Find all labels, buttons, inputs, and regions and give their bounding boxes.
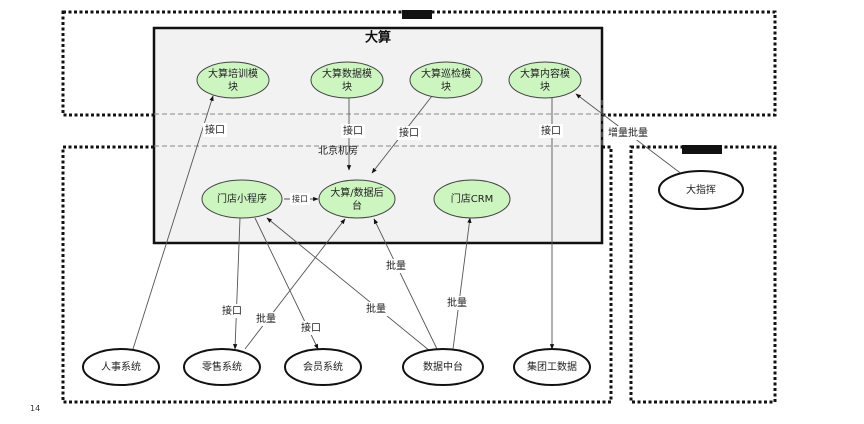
svg-text:接口: 接口 <box>205 123 225 136</box>
node-group-data[interactable]: 集团工数据 <box>513 348 591 386</box>
svg-text:大算培训模: 大算培训模 <box>208 67 258 80</box>
edge-hr-to-training <box>132 95 214 350</box>
svg-text:台: 台 <box>352 199 362 212</box>
svg-text:接口: 接口 <box>343 124 363 137</box>
edge-retail-to-backend <box>244 218 346 350</box>
svg-text:批量: 批量 <box>386 259 406 272</box>
edge-label-hr-training: 接口 <box>203 123 227 137</box>
page-number: 14 <box>30 404 41 413</box>
svg-text:批量: 批量 <box>447 296 467 309</box>
svg-text:大算巡检模: 大算巡检模 <box>421 67 471 80</box>
edge-datacenter-to-crm <box>452 217 472 350</box>
svg-text:块: 块 <box>228 81 238 93</box>
node-patrol-module[interactable]: 大算巡检模 块 <box>409 61 483 99</box>
cloud-region-box <box>61 10 777 117</box>
node-data-backend[interactable]: 大算/数据后 台 <box>318 179 396 219</box>
svg-text:大算数据模: 大算数据模 <box>322 67 372 80</box>
edge-label-retail-backend: 批量 <box>254 312 278 326</box>
svg-text:增量批量: 增量批量 <box>608 126 648 139</box>
svg-text:门店小程序: 门店小程序 <box>217 192 267 205</box>
svg-text:接口: 接口 <box>292 194 308 204</box>
node-training-module[interactable]: 大算培训模 块 <box>196 61 270 99</box>
svg-text:块: 块 <box>540 81 550 93</box>
svg-text:集团工数据: 集团工数据 <box>527 360 577 373</box>
svg-text:门店CRM: 门店CRM <box>451 192 494 205</box>
partner-region-title-redacted <box>682 145 722 154</box>
cloud-title: 大算 <box>365 30 391 46</box>
edge-label-datacenter-miniapp: 批量 <box>364 302 388 316</box>
node-data-module[interactable]: 大算数据模 块 <box>310 61 384 99</box>
edge-label-miniapp-backend: 接口 <box>290 193 310 205</box>
edge-label-miniapp-retail: 接口 <box>220 304 244 318</box>
svg-text:批量: 批量 <box>366 302 386 315</box>
svg-text:人事系统: 人事系统 <box>101 360 141 373</box>
node-retail-system[interactable]: 零售系统 <box>183 348 261 386</box>
svg-text:接口: 接口 <box>399 126 419 139</box>
edge-label-data-backend: 接口 <box>341 124 365 138</box>
node-content-module[interactable]: 大算内容模 块 <box>508 61 582 99</box>
edge-label-datacenter-backend: 批量 <box>384 259 408 273</box>
edge-datacenter-to-miniapp <box>266 217 431 352</box>
svg-text:接口: 接口 <box>541 124 561 137</box>
node-member-system[interactable]: 会员系统 <box>284 348 362 386</box>
svg-text:接口: 接口 <box>301 321 321 334</box>
svg-text:零售系统: 零售系统 <box>202 360 242 373</box>
svg-text:大算/数据后: 大算/数据后 <box>330 186 383 199</box>
svg-text:批量: 批量 <box>256 312 276 325</box>
node-big-command[interactable]: 大指挥 <box>658 170 744 210</box>
node-store-miniapp[interactable]: 门店小程序 <box>201 179 283 219</box>
edge-label-patrol-backend: 接口 <box>397 126 421 140</box>
zone-label: 北京机房 <box>318 144 358 157</box>
edge-label-content-group: 接口 <box>539 124 563 138</box>
node-data-center[interactable]: 数据中台 <box>402 348 484 386</box>
edge-label-datacenter-crm: 批量 <box>445 296 469 310</box>
svg-text:块: 块 <box>441 81 451 93</box>
edge-datacenter-to-backend <box>373 218 438 350</box>
edge-label-bigcmd-content: 增量批量 <box>605 126 651 140</box>
svg-text:会员系统: 会员系统 <box>303 360 343 373</box>
node-hr-system[interactable]: 人事系统 <box>82 348 160 386</box>
svg-text:数据中台: 数据中台 <box>423 360 463 373</box>
edge-miniapp-to-retail <box>233 217 241 350</box>
cloud-region-title-redacted <box>402 10 432 19</box>
svg-text:块: 块 <box>342 81 352 93</box>
edge-label-miniapp-member: 接口 <box>299 321 323 335</box>
node-store-crm[interactable]: 门店CRM <box>433 179 511 219</box>
svg-text:大指挥: 大指挥 <box>686 183 716 196</box>
svg-text:大算内容模: 大算内容模 <box>520 67 570 80</box>
svg-text:接口: 接口 <box>222 304 242 317</box>
